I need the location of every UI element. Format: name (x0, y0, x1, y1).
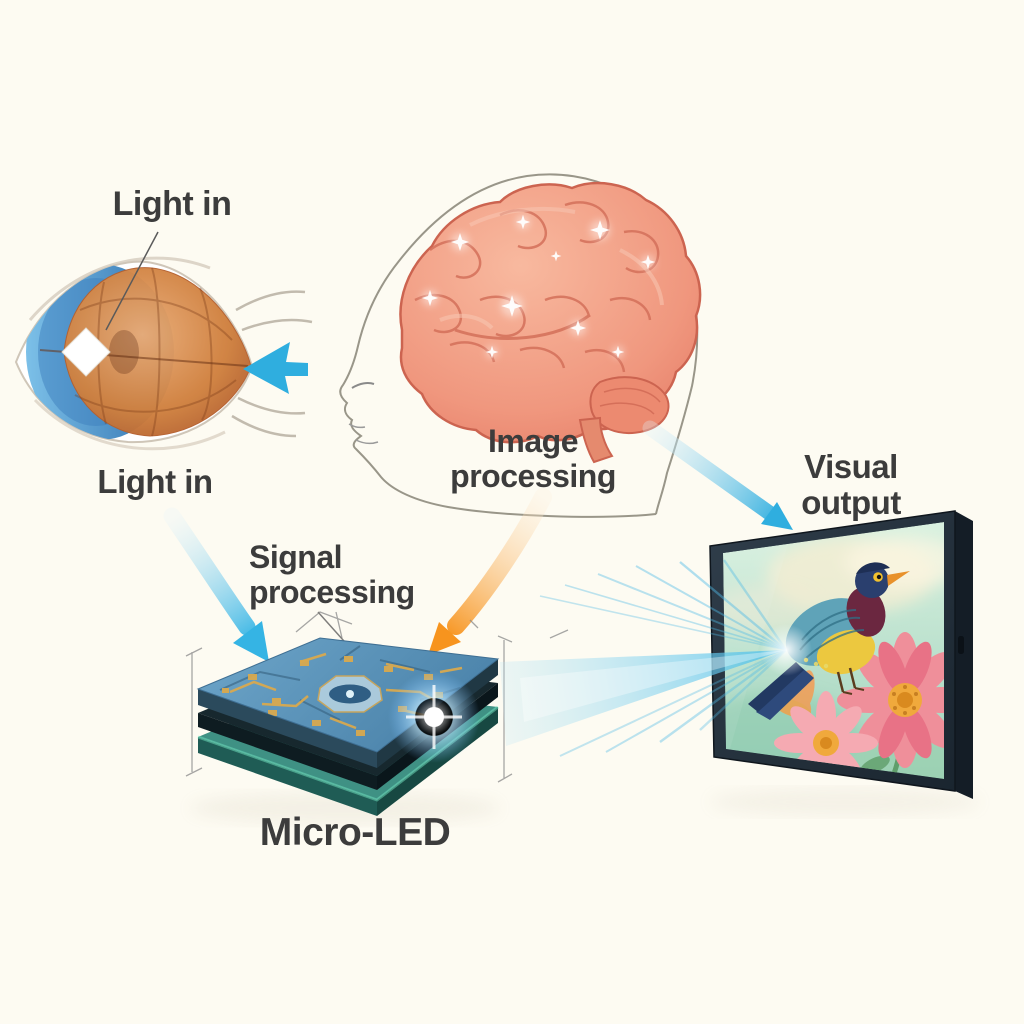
label-visual-output: Visual output (801, 448, 901, 522)
label-image-processing: Image processing (450, 423, 616, 495)
label-signal-processing: Signal processing (249, 539, 415, 611)
eye-illustration (14, 231, 313, 451)
blue-arrow-head-to-eye (243, 342, 308, 394)
ground-shadows (190, 788, 980, 824)
neural-sparkles (421, 214, 656, 359)
micro-led-chip (185, 611, 569, 816)
light-in-leader-line (105, 231, 159, 331)
orange-arrow-brain-to-chip (428, 488, 552, 655)
flower-illustrations (773, 632, 944, 779)
blue-arrow-eye-to-chip (163, 507, 269, 662)
label-light-in-bottom: Light in (97, 463, 213, 500)
label-light-in-top: Light in (112, 185, 232, 223)
chip-circuit-pattern (219, 645, 463, 736)
light-beam (500, 559, 812, 757)
label-micro-led: Micro-LED (259, 811, 451, 854)
screen-image (723, 522, 944, 779)
monitor-side-button (958, 636, 964, 654)
display-monitor (709, 510, 973, 799)
blue-arrow-head-to-display (642, 420, 793, 530)
brain-illustration (399, 181, 702, 464)
flower-large (837, 632, 944, 768)
led-glow (388, 671, 480, 763)
